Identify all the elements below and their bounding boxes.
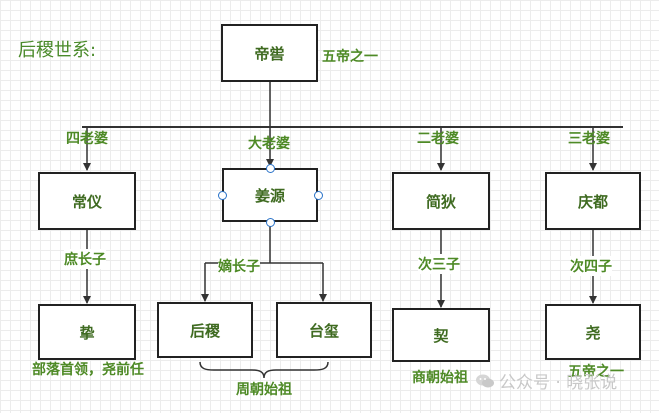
note-shang-ancestor: 商朝始祖 (412, 370, 468, 386)
node-qingdu[interactable]: 庆都 (545, 172, 641, 230)
wife-label-3: 三老婆 (568, 131, 610, 147)
node-changyi[interactable]: 常仪 (38, 172, 136, 230)
wife-label-1: 大老婆 (248, 136, 290, 152)
node-qi[interactable]: 契 (392, 308, 490, 362)
selection-handle-top[interactable] (266, 164, 275, 173)
wife-label-2: 二老婆 (417, 131, 459, 147)
watermark: 公众号 · 晓张说 (475, 368, 617, 393)
wife-label-4: 四老婆 (66, 131, 108, 147)
selection-handle-bottom[interactable] (266, 218, 275, 227)
relation-label-jiangyuan: 嫡长子 (218, 256, 260, 276)
node-houji[interactable]: 后稷 (157, 302, 253, 358)
node-jiandi-label: 简狄 (425, 192, 456, 211)
node-taixi-label: 台玺 (308, 321, 339, 340)
node-qi-label: 契 (433, 326, 449, 345)
node-zhi[interactable]: 挚 (38, 304, 136, 360)
node-taixi[interactable]: 台玺 (276, 302, 372, 358)
node-qingdu-label: 庆都 (577, 192, 608, 211)
node-jiandi[interactable]: 简狄 (392, 172, 490, 230)
node-yao-label: 尧 (585, 323, 601, 342)
root-note: 五帝之一 (322, 49, 378, 65)
node-jiangyuan[interactable]: 姜源 (222, 168, 318, 222)
node-houji-label: 后稷 (189, 321, 220, 340)
node-yao[interactable]: 尧 (545, 304, 641, 360)
watermark-text: 公众号 · 晓张说 (499, 373, 618, 393)
diagram-title: 后稷世系: (18, 40, 97, 61)
relation-label-changyi: 庶长子 (64, 249, 106, 269)
wechat-icon (476, 374, 494, 387)
node-jiangyuan-label: 姜源 (254, 186, 285, 205)
node-changyi-label: 常仪 (71, 192, 102, 211)
node-root-label: 帝喾 (254, 44, 285, 63)
node-root[interactable]: 帝喾 (221, 24, 318, 82)
node-zhi-label: 挚 (79, 323, 95, 342)
relation-label-jiandi: 次三子 (418, 254, 460, 274)
selection-handle-left[interactable] (218, 191, 227, 200)
relation-label-qingdu: 次四子 (570, 256, 612, 276)
note-yao: 五帝之一 (568, 364, 624, 380)
note-zhou-ancestor: 周朝始祖 (236, 382, 292, 398)
selection-handle-right[interactable] (314, 191, 323, 200)
note-zhi: 部落首领，尧前任 (32, 362, 144, 378)
